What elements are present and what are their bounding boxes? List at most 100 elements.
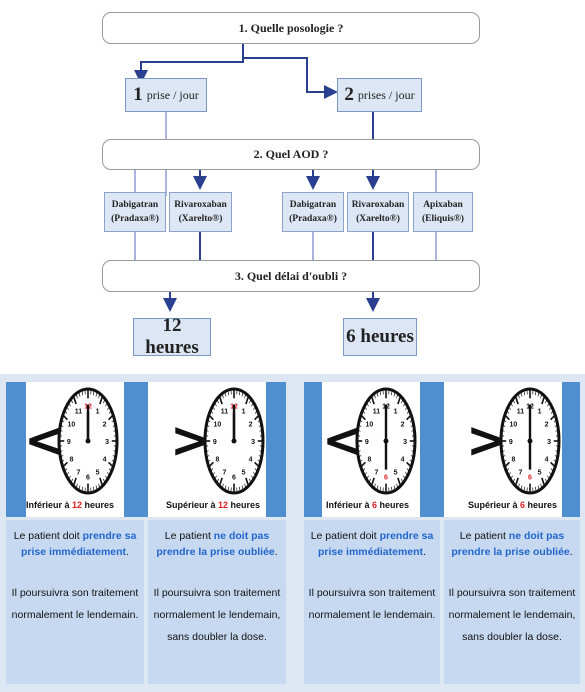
blue-bar [420,382,444,517]
result-6-hours: 6 heures [343,318,417,356]
clock-numeral: 4 [103,457,107,464]
drug-brand: (Pradaxa®) [289,214,337,224]
drug-name: Dabigatran [289,200,337,210]
blue-bar [304,382,322,517]
drug-box-rivaroxaban-2: Rivaroxaban (Xarelto®) [347,192,409,232]
caption-pre: Supérieur à [166,500,219,510]
clock-numeral: 2 [249,421,253,428]
flowchart-area [0,0,585,374]
clock-numeral: 11 [221,408,229,415]
instruction-post: . [423,546,426,558]
drug-box-dabigatran-1: Dabigatran (Pradaxa®) [104,192,166,232]
instruction-continue: Il poursuivra son traitement normalement… [308,587,436,621]
blue-bar [6,382,26,517]
instruction-continue: Il poursuivra son traitement normalement… [153,587,281,643]
clock-numeral: 4 [545,457,549,464]
clock-numeral: 11 [373,408,381,415]
caption-pre: Inférieur à [26,500,73,510]
clock-numeral: 2 [545,421,549,428]
caption-number: 6 [520,500,526,510]
clock-numeral: 3 [403,439,407,446]
blue-bar [124,382,148,517]
instruction-highlight: ne doit pas prendre la prise oubliée [451,530,570,558]
twice-daily-box: 2 prises / jour [337,78,422,112]
clock-numeral: 9 [213,439,217,446]
clock-numeral: 9 [509,439,513,446]
drug-brand: (Eliquis®) [422,214,464,224]
blue-bar [266,382,286,517]
clock-numeral: 10 [214,421,222,428]
panel-6-hours: < 123456789101112 Inférieur à 6 heures >… [304,382,580,684]
instruction-pre: Le patient doit [13,530,83,542]
clock-numeral: 8 [69,457,73,464]
clock-icon: 123456789101112 [57,387,119,495]
clock-numeral: 2 [401,421,405,428]
question-3: 3. Quel délai d'oubli ? [102,260,480,292]
instruction-highlight: prendre sa prise immédiatement [21,530,137,558]
instruction-highlight: ne doit pas prendre la prise oubliée [156,530,275,558]
clock-numeral: 9 [365,439,369,446]
instruction-post: . [274,546,278,558]
clock-numeral: 7 [518,470,522,477]
caption-inferior: Inférieur à 6 heures [326,500,409,510]
caption-number: 12 [72,500,83,510]
caption-number: 6 [372,500,378,510]
clock-numeral: 10 [510,421,518,428]
drug-name: Rivaroxaban [351,200,405,210]
instruction-continue: Il poursuivra son traitement normalement… [11,587,139,621]
drug-brand: (Xarelto®) [356,214,400,224]
instruction-highlight: prendre sa prise immédiatement [318,530,434,558]
clock-numeral: 7 [374,470,378,477]
drug-name: Dabigatran [111,200,159,210]
caption-pre: Inférieur à [326,500,373,510]
clock-numeral: 5 [538,470,542,477]
clock-icon: 123456789101112 [499,387,561,495]
clock-numeral: 1 [242,408,246,415]
caption-superior: Supérieur à 12 heures [166,500,260,510]
clock-numeral: 7 [222,470,226,477]
clock-numeral: 1 [538,408,542,415]
clock-numeral: 3 [105,439,109,446]
clock-numeral: 4 [401,457,405,464]
clock-icon: 123456789101112 [355,387,417,495]
clock-numeral: 11 [517,408,525,415]
drug-brand: (Pradaxa®) [111,214,159,224]
caption-inferior: Inférieur à 12 heures [26,500,114,510]
connector-q1-once [134,44,244,84]
caption-post: heures [82,500,115,510]
clock-numeral: 5 [394,470,398,477]
caption-superior: Supérieur à 6 heures [468,500,557,510]
once-daily-label: prise / jour [146,87,199,102]
panel-12-hours: < 123456789101112 Inférieur à 12 heures … [6,382,286,684]
instruction-skip: Le patient ne doit pas prendre la prise … [148,520,286,684]
drug-box-rivaroxaban-1: Rivaroxaban (Xarelto®) [169,192,232,232]
instruction-pre: Le patient [459,530,509,542]
instruction-post: . [126,546,129,558]
clock-numeral: 6 [528,474,532,481]
instruction-take: Le patient doit prendre sa prise immédia… [6,520,144,684]
drug-brand: (Xarelto®) [178,214,223,224]
once-daily-number: 1 [133,84,143,105]
caption-number: 12 [218,500,229,510]
caption-post: heures [525,500,558,510]
clock-numeral: 10 [68,421,76,428]
clock-numeral: 6 [232,474,236,481]
drug-box-dabigatran-2: Dabigatran (Pradaxa®) [282,192,344,232]
clock-numeral: 3 [251,439,255,446]
clock-numeral: 3 [547,439,551,446]
instruction-take: Le patient doit prendre sa prise immédia… [304,520,440,684]
connector-q1-twice [242,57,338,99]
clock-numeral: 5 [242,470,246,477]
question-2: 2. Quel AOD ? [102,139,480,170]
clock-numeral: 1 [96,408,100,415]
clock-numeral: 7 [76,470,80,477]
twice-daily-number: 2 [344,84,354,105]
drug-name: Apixaban [423,200,463,210]
once-daily-box: 1 prise / jour [125,78,207,112]
clock-numeral: 10 [366,421,374,428]
instruction-pre: Le patient [164,530,214,542]
drug-name: Rivaroxaban [174,200,227,210]
clock-numeral: 8 [215,457,219,464]
instruction-continue: Il poursuivra son traitement normalement… [448,587,576,643]
clock-numeral: 11 [75,408,83,415]
